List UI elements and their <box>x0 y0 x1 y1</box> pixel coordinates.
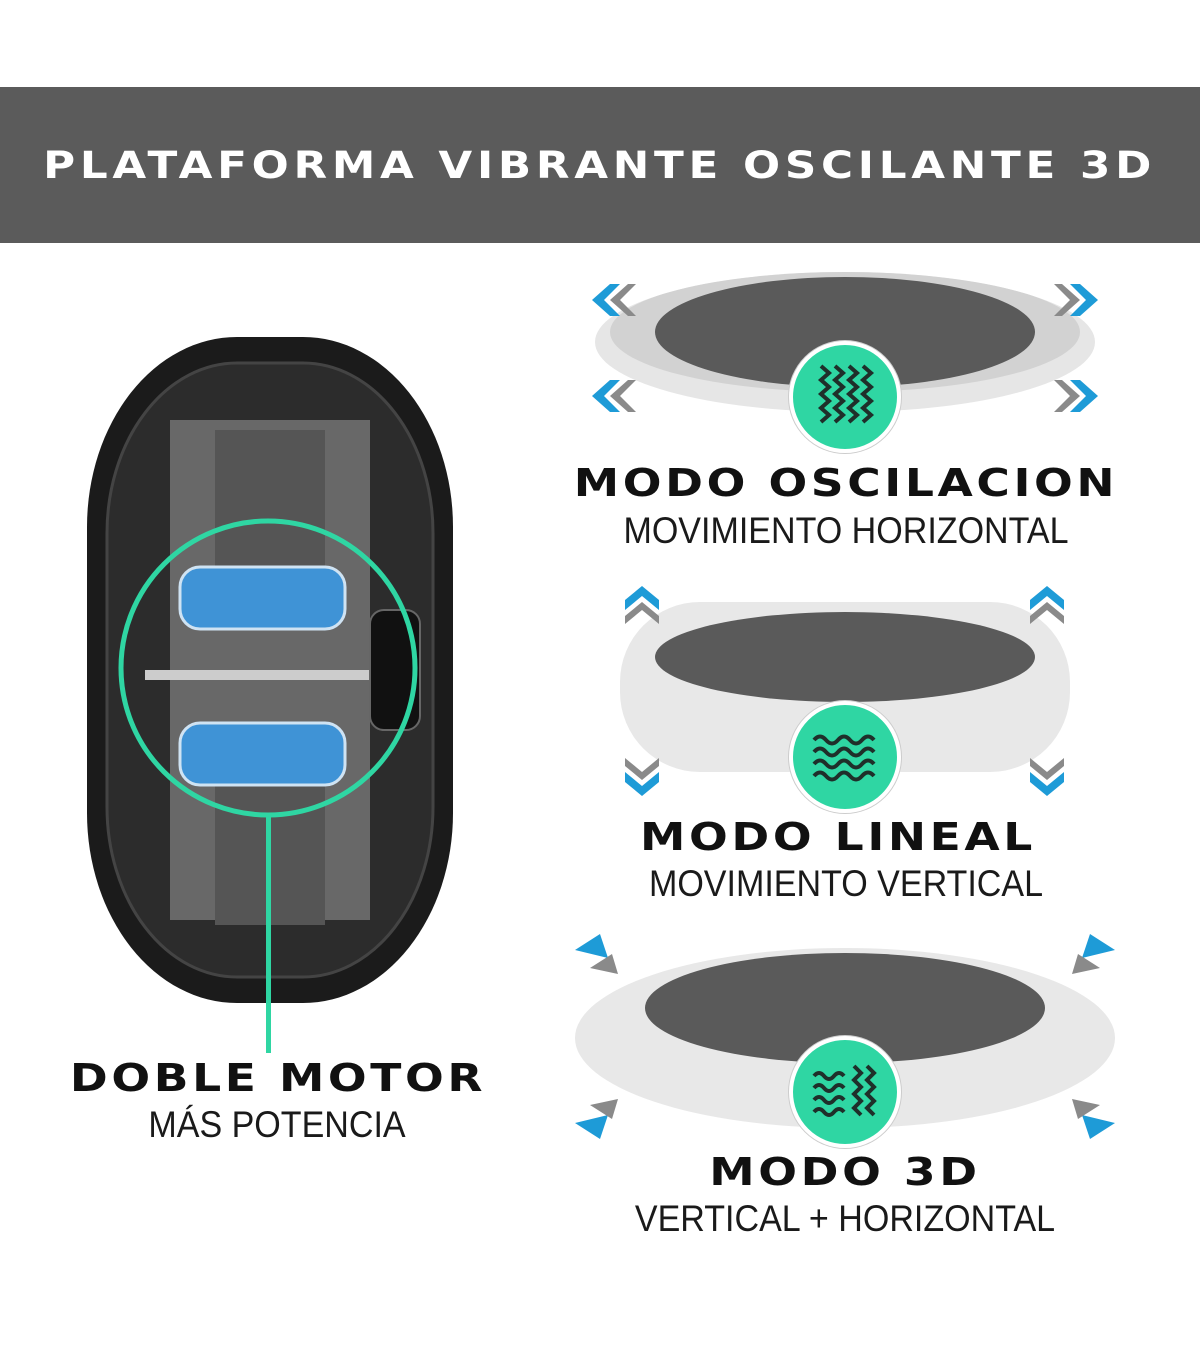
motor-frame <box>145 420 385 925</box>
mode-subtitle: MOVIMIENTO VERTICAL <box>648 863 1044 904</box>
linear-platform-image <box>620 586 1070 796</box>
mode-title: MODO OSCILACION <box>573 461 1119 505</box>
mixed-waves-icon <box>789 1036 901 1148</box>
callout-line <box>266 815 271 1053</box>
vertical-zigzag-waves-icon <box>789 341 901 453</box>
page-title: PLATAFORMA VIBRANTE OSCILANTE 3D <box>43 143 1157 187</box>
motor-2 <box>178 721 347 787</box>
motor-subtitle: MÁS POTENCIA <box>148 1104 406 1145</box>
title-banner: PLATAFORMA VIBRANTE OSCILANTE 3D <box>0 87 1200 243</box>
mode-title: MODO 3D <box>709 1150 981 1194</box>
mode-subtitle: VERTICAL + HORIZONTAL <box>634 1198 1056 1239</box>
horizontal-waves-icon <box>789 701 901 813</box>
motor-title: DOBLE MOTOR <box>69 1056 487 1100</box>
mode-subtitle: MOVIMIENTO HORIZONTAL <box>623 510 1069 551</box>
horizontal-arrows <box>592 284 1098 412</box>
motor-1 <box>178 565 347 631</box>
mode-title: MODO LINEAL <box>640 815 1036 859</box>
3d-platform-image <box>575 934 1115 1139</box>
control-panel <box>369 609 421 731</box>
